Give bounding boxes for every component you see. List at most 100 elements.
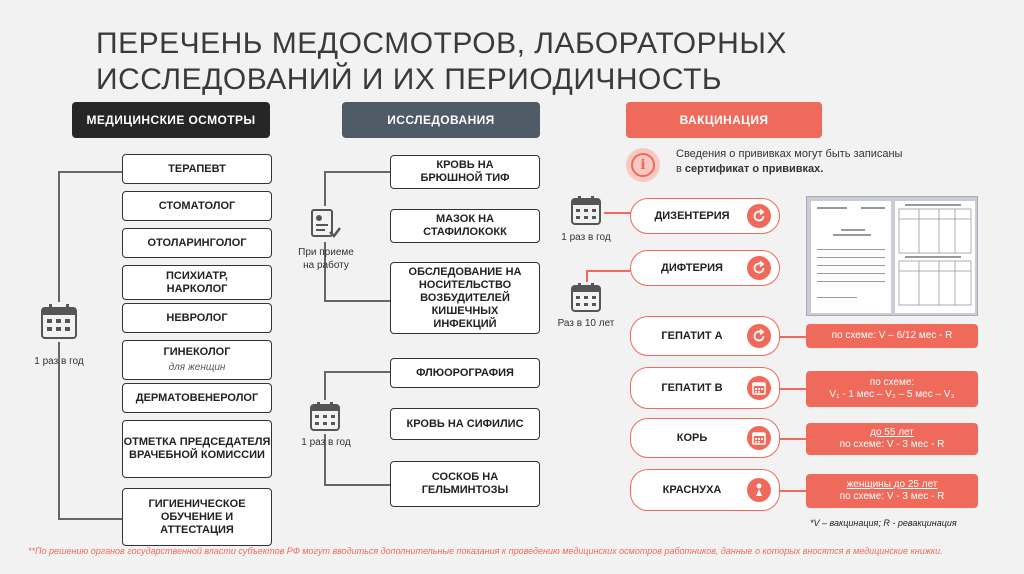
calendar-icon-vaccination-yearly — [568, 194, 604, 228]
research-bracket-1-top — [324, 171, 390, 173]
schedule-measles: до 55 лет по схеме: V - 3 мес - R — [806, 423, 978, 455]
page-title: ПЕРЕЧЕНЬ МЕДОСМОТРОВ, ЛАБОРАТОРНЫХ ИССЛЕ… — [96, 26, 816, 98]
research-item-label: ФЛЮОРОГРАФИЯ — [416, 366, 514, 379]
info-icon: i — [626, 148, 660, 182]
document-checklist-icon — [306, 206, 344, 242]
vaccination-note-prefix: в — [676, 163, 685, 175]
medical-exam-item-label: ОТМЕТКА ПРЕДСЕДАТЕЛЯ ВРАЧЕБНОЙ КОМИССИИ — [123, 436, 271, 461]
refresh-icon — [747, 204, 771, 228]
medical-exam-item-label: ПСИХИАТР, НАРКОЛОГ — [166, 269, 228, 295]
vaccination-item: ГЕПАТИТ В — [630, 367, 780, 409]
header-vaccination: ВАКЦИНАЦИЯ — [626, 102, 822, 138]
schedule-legend: *V – вакцинация; R - ревакцинация — [810, 518, 957, 528]
research-period-2-label: 1 раз в год — [301, 437, 351, 448]
calendar-icon — [36, 302, 82, 342]
medical-exam-item-label: ДЕРМАТОВЕНЕРОЛОГ — [135, 391, 259, 404]
vaccination-item-label: ДИЗЕНТЕРИЯ — [654, 210, 730, 222]
header-medical-exams: МЕДИЦИНСКИЕ ОСМОТРЫ — [72, 102, 270, 138]
refresh-icon — [747, 256, 771, 280]
vaccination-item: ДИФТЕРИЯ — [630, 250, 780, 286]
medical-exam-item-label: ОТОЛАРИНГОЛОГ — [147, 236, 247, 249]
research-item: МАЗОК НА СТАФИЛОКОКК — [390, 209, 540, 243]
medical-exam-item-label: ГИГИЕНИЧЕСКОЕ ОБУЧЕНИЕ И АТТЕСТАЦИЯ — [148, 497, 246, 536]
research-item: КРОВЬ НА БРЮШНОЙ ТИФ — [390, 155, 540, 189]
person-icon — [747, 478, 771, 502]
research-item: ФЛЮОРОГРАФИЯ — [390, 358, 540, 388]
vaccination-item-label: КРАСНУХА — [662, 484, 722, 496]
vaccination-item-label: ГЕПАТИТ В — [661, 382, 723, 394]
research-item-label: ОБСЛЕДОВАНИЕ НА НОСИТЕЛЬСТВО ВОЗБУДИТЕЛЕ… — [408, 265, 522, 330]
vaccination-certificate-image — [806, 196, 978, 316]
vaccination-period-1-label: 1 раз в год — [561, 232, 611, 243]
vaccination-connector-2 — [586, 270, 632, 272]
medical-exam-item-label: НЕВРОЛОГ — [166, 311, 228, 324]
medical-exam-item: ОТМЕТКА ПРЕДСЕДАТЕЛЯ ВРАЧЕБНОЙ КОМИССИИ — [122, 420, 272, 478]
schedule-connector-hep-a — [780, 336, 806, 338]
research-item: СОСКОБ НА ГЕЛЬМИНТОЗЫ — [390, 461, 540, 507]
medical-exam-item: ТЕРАПЕВТ — [122, 154, 272, 184]
calendar-icon-vaccination-10y — [568, 281, 604, 315]
header-research: ИССЛЕДОВАНИЯ — [342, 102, 540, 138]
vaccination-connector-1 — [604, 212, 632, 214]
medical-bracket-bottom — [58, 518, 122, 520]
medical-period-label: 1 раз в год — [34, 356, 84, 367]
vaccination-item: КОРЬ — [630, 418, 780, 458]
vaccination-note-line-1: Сведения о прививках могут быть записаны — [676, 148, 903, 160]
footnote: **По решению органов государственной вла… — [28, 546, 943, 556]
calendar-icon-research — [306, 400, 344, 434]
schedule-connector-hep-b — [780, 388, 806, 390]
vaccination-item-label: КОРЬ — [676, 432, 708, 444]
research-item-label: КРОВЬ НА БРЮШНОЙ ТИФ — [420, 159, 510, 184]
vaccination-item: ДИЗЕНТЕРИЯ — [630, 198, 780, 234]
research-item-label: СОСКОБ НА ГЕЛЬМИНТОЗЫ — [421, 471, 509, 496]
schedule-measles-line-2: по схеме: V - 3 мес - R — [839, 439, 945, 450]
certificate-page-right — [895, 201, 975, 313]
calendar-schedule-icon — [747, 376, 771, 400]
calendar-schedule-icon — [747, 426, 771, 450]
certificate-page-left — [811, 201, 891, 313]
medical-bracket-line — [58, 171, 60, 519]
vaccination-connector-2-drop — [586, 270, 588, 282]
research-period-1-label: При приеме на работу — [298, 247, 354, 271]
medical-exam-item: НЕВРОЛОГ — [122, 303, 272, 333]
medical-exam-item: ПСИХИАТР, НАРКОЛОГ — [122, 265, 272, 300]
medical-exam-item: ГИГИЕНИЧЕСКОЕ ОБУЧЕНИЕ И АТТЕСТАЦИЯ — [122, 488, 272, 546]
schedule-hepatitis-b-line-2: V₁ - 1 мес – V₂ – 5 мес – V₃ — [829, 389, 955, 400]
research-bracket-2-top — [324, 371, 390, 373]
research-bracket-2-bottom — [324, 484, 390, 486]
schedule-hepatitis-b-line-1: по схеме: — [869, 377, 915, 388]
medical-exam-item-label: ГИНЕКОЛОГ — [163, 346, 231, 358]
vaccination-note-line-2: в сертификат о прививках. — [676, 162, 976, 177]
medical-exam-item: ДЕРМАТОВЕНЕРОЛОГ — [122, 383, 272, 413]
research-item-label: МАЗОК НА СТАФИЛОКОКК — [423, 213, 507, 238]
schedule-hepatitis-a-text: по схеме: V – 6/12 мес - R — [831, 330, 953, 341]
medical-exam-item: СТОМАТОЛОГ — [122, 191, 272, 221]
vaccination-item: ГЕПАТИТ А — [630, 316, 780, 356]
medical-exam-item-label: ТЕРАПЕВТ — [168, 162, 226, 175]
research-item: КРОВЬ НА СИФИЛИС — [390, 408, 540, 440]
medical-bracket-top — [58, 171, 122, 173]
research-item: ОБСЛЕДОВАНИЕ НА НОСИТЕЛЬСТВО ВОЗБУДИТЕЛЕ… — [390, 262, 540, 334]
schedule-connector-measles — [780, 438, 806, 440]
schedule-hepatitis-a: по схеме: V – 6/12 мес - R — [806, 324, 978, 348]
vaccination-item: КРАСНУХА — [630, 469, 780, 511]
schedule-measles-line-1: до 55 лет — [870, 427, 914, 438]
schedule-hepatitis-b: по схеме: V₁ - 1 мес – V₂ – 5 мес – V₃ — [806, 371, 978, 407]
schedule-rubella-line-2: по схеме: V - 3 мес - R — [839, 491, 945, 502]
vaccination-note: Сведения о прививках могут быть записаны… — [676, 147, 976, 177]
vaccination-item-label: ДИФТЕРИЯ — [661, 262, 723, 274]
refresh-icon — [747, 324, 771, 348]
medical-exam-item: ГИНЕКОЛОГ для женщин — [122, 340, 272, 380]
schedule-rubella-line-1: женщины до 25 лет — [846, 479, 938, 490]
title-line-2: ИССЛЕДОВАНИЙ И ИХ ПЕРИОДИЧНОСТЬ — [96, 63, 723, 96]
research-bracket-1-bottom — [324, 300, 390, 302]
schedule-rubella: женщины до 25 лет по схеме: V - 3 мес - … — [806, 474, 978, 508]
title-line-1: ПЕРЕЧЕНЬ МЕДОСМОТРОВ, ЛАБОРАТОРНЫХ — [96, 27, 787, 60]
research-item-label: КРОВЬ НА СИФИЛИС — [406, 417, 524, 430]
vaccination-period-2-label: Раз в 10 лет — [557, 318, 615, 329]
medical-exam-item-sublabel: для женщин — [168, 362, 226, 373]
schedule-connector-rubella — [780, 490, 806, 492]
medical-exam-item: ОТОЛАРИНГОЛОГ — [122, 228, 272, 258]
medical-exam-item-label: СТОМАТОЛОГ — [158, 199, 236, 212]
vaccination-note-emphasis: сертификат о прививках. — [684, 163, 824, 175]
